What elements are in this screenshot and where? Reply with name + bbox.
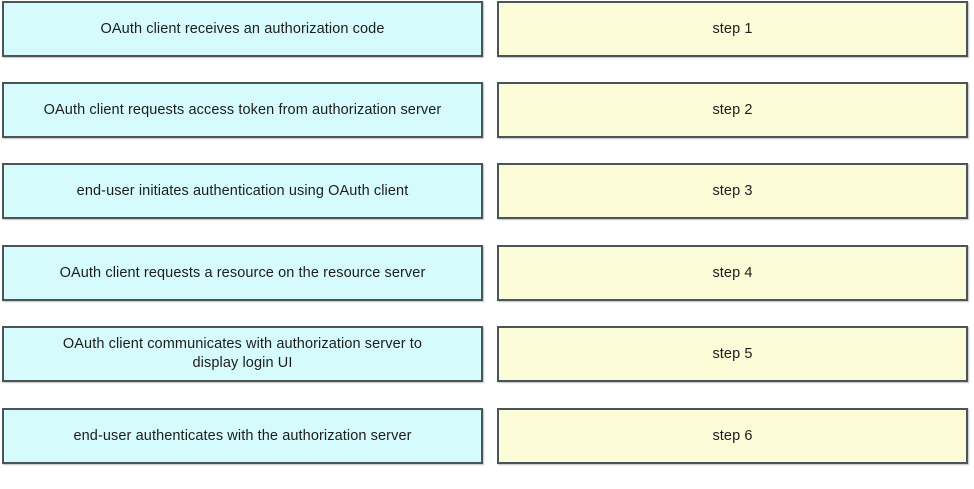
source-item-1[interactable]: OAuth client receives an authorization c… xyxy=(2,1,483,57)
matching-row-1: OAuth client receives an authorization c… xyxy=(0,1,974,82)
matching-row-2: OAuth client requests access token from … xyxy=(0,82,974,163)
source-item-3-label: end-user initiates authentication using … xyxy=(76,182,409,199)
source-item-6[interactable]: end-user authenticates with the authoriz… xyxy=(2,408,483,464)
source-item-5-label: OAuth client communicates with authoriza… xyxy=(62,336,423,371)
source-item-2[interactable]: OAuth client requests access token from … xyxy=(2,82,483,138)
matching-row-6: end-user authenticates with the authoriz… xyxy=(0,408,974,489)
target-slot-1-label: step 1 xyxy=(712,20,753,37)
drag-and-drop-matching-area: OAuth client receives an authorization c… xyxy=(0,1,974,464)
target-slot-4-label: step 4 xyxy=(712,264,753,281)
source-item-5[interactable]: OAuth client communicates with authoriza… xyxy=(2,326,483,382)
matching-row-5: OAuth client communicates with authoriza… xyxy=(0,326,974,407)
matching-row-3: end-user initiates authentication using … xyxy=(0,163,974,244)
source-item-6-label: end-user authenticates with the authoriz… xyxy=(73,427,412,444)
target-slot-5-label: step 5 xyxy=(712,345,753,362)
matching-row-4: OAuth client requests a resource on the … xyxy=(0,245,974,326)
source-item-2-label: OAuth client requests access token from … xyxy=(43,101,442,118)
target-slot-1[interactable]: step 1 xyxy=(497,1,968,57)
source-item-4[interactable]: OAuth client requests a resource on the … xyxy=(2,245,483,301)
target-slot-4[interactable]: step 4 xyxy=(497,245,968,301)
target-slot-6[interactable]: step 6 xyxy=(497,408,968,464)
source-item-3[interactable]: end-user initiates authentication using … xyxy=(2,163,483,219)
target-slot-3-label: step 3 xyxy=(712,182,753,199)
target-slot-2[interactable]: step 2 xyxy=(497,82,968,138)
target-slot-5[interactable]: step 5 xyxy=(497,326,968,382)
target-slot-6-label: step 6 xyxy=(712,427,753,444)
target-slot-2-label: step 2 xyxy=(712,101,753,118)
target-slot-3[interactable]: step 3 xyxy=(497,163,968,219)
source-item-1-label: OAuth client receives an authorization c… xyxy=(100,20,385,37)
source-item-4-label: OAuth client requests a resource on the … xyxy=(59,264,426,281)
